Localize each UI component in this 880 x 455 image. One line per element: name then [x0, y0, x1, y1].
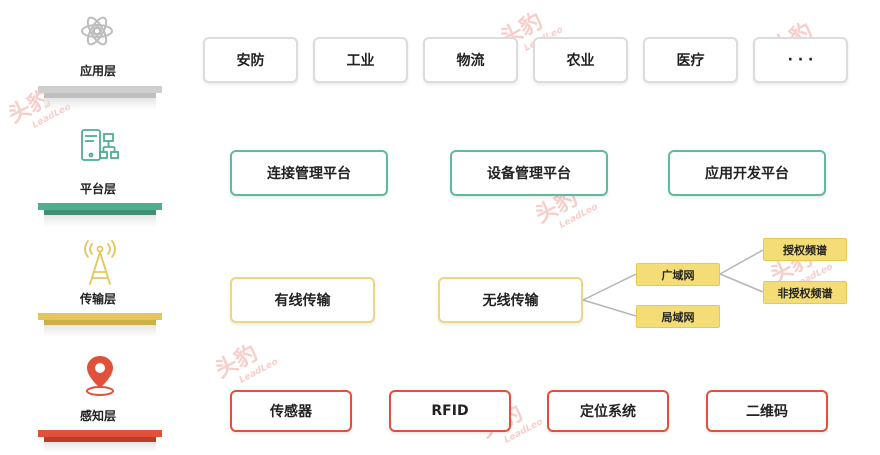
perception-item: RFID [389, 390, 511, 432]
layer-label-perception: 感知层 [79, 409, 116, 423]
layer-label-application: 应用层 [79, 64, 116, 78]
platform-item: 应用开发平台 [668, 150, 826, 196]
application-item: 医疗 [643, 37, 738, 83]
wan-tag: 广域网 [636, 263, 720, 286]
layer-shelf [38, 203, 162, 210]
layer-shelf-base [44, 93, 156, 98]
antenna-tower-icon [84, 240, 116, 285]
layer-shelf [38, 86, 162, 93]
layer-shelf [38, 313, 162, 320]
application-item: 安防 [203, 37, 298, 83]
application-item: 农业 [533, 37, 628, 83]
platform-network-icon [81, 129, 119, 161]
layer-shelf-base [44, 210, 156, 215]
application-item: 物流 [423, 37, 518, 83]
location-pin-icon [86, 356, 114, 396]
application-item: 工业 [313, 37, 408, 83]
layer-shelf-shadow [44, 442, 156, 452]
layer-label-transport: 传输层 [79, 292, 116, 306]
licensed-spectrum-tag: 授权频谱 [763, 238, 847, 261]
application-item-more: · · · [753, 37, 848, 83]
perception-item: 定位系统 [547, 390, 669, 432]
lan-tag: 局域网 [636, 305, 720, 328]
layer-shelf [38, 430, 162, 437]
layer-shelf-base [44, 320, 156, 325]
layer-label-platform: 平台层 [79, 182, 116, 196]
platform-item: 连接管理平台 [230, 150, 388, 196]
perception-item: 二维码 [706, 390, 828, 432]
platform-item: 设备管理平台 [450, 150, 608, 196]
perception-item: 传感器 [230, 390, 352, 432]
layer-shelf-shadow [44, 215, 156, 227]
wired-transport-box: 有线传输 [230, 277, 375, 323]
gear-atom-icon [81, 16, 113, 46]
layer-shelf-shadow [44, 98, 156, 110]
unlicensed-spectrum-tag: 非授权频谱 [763, 281, 847, 304]
layer-shelf-shadow [44, 325, 156, 337]
layer-shelf-base [44, 437, 156, 442]
wireless-transport-box: 无线传输 [438, 277, 583, 323]
